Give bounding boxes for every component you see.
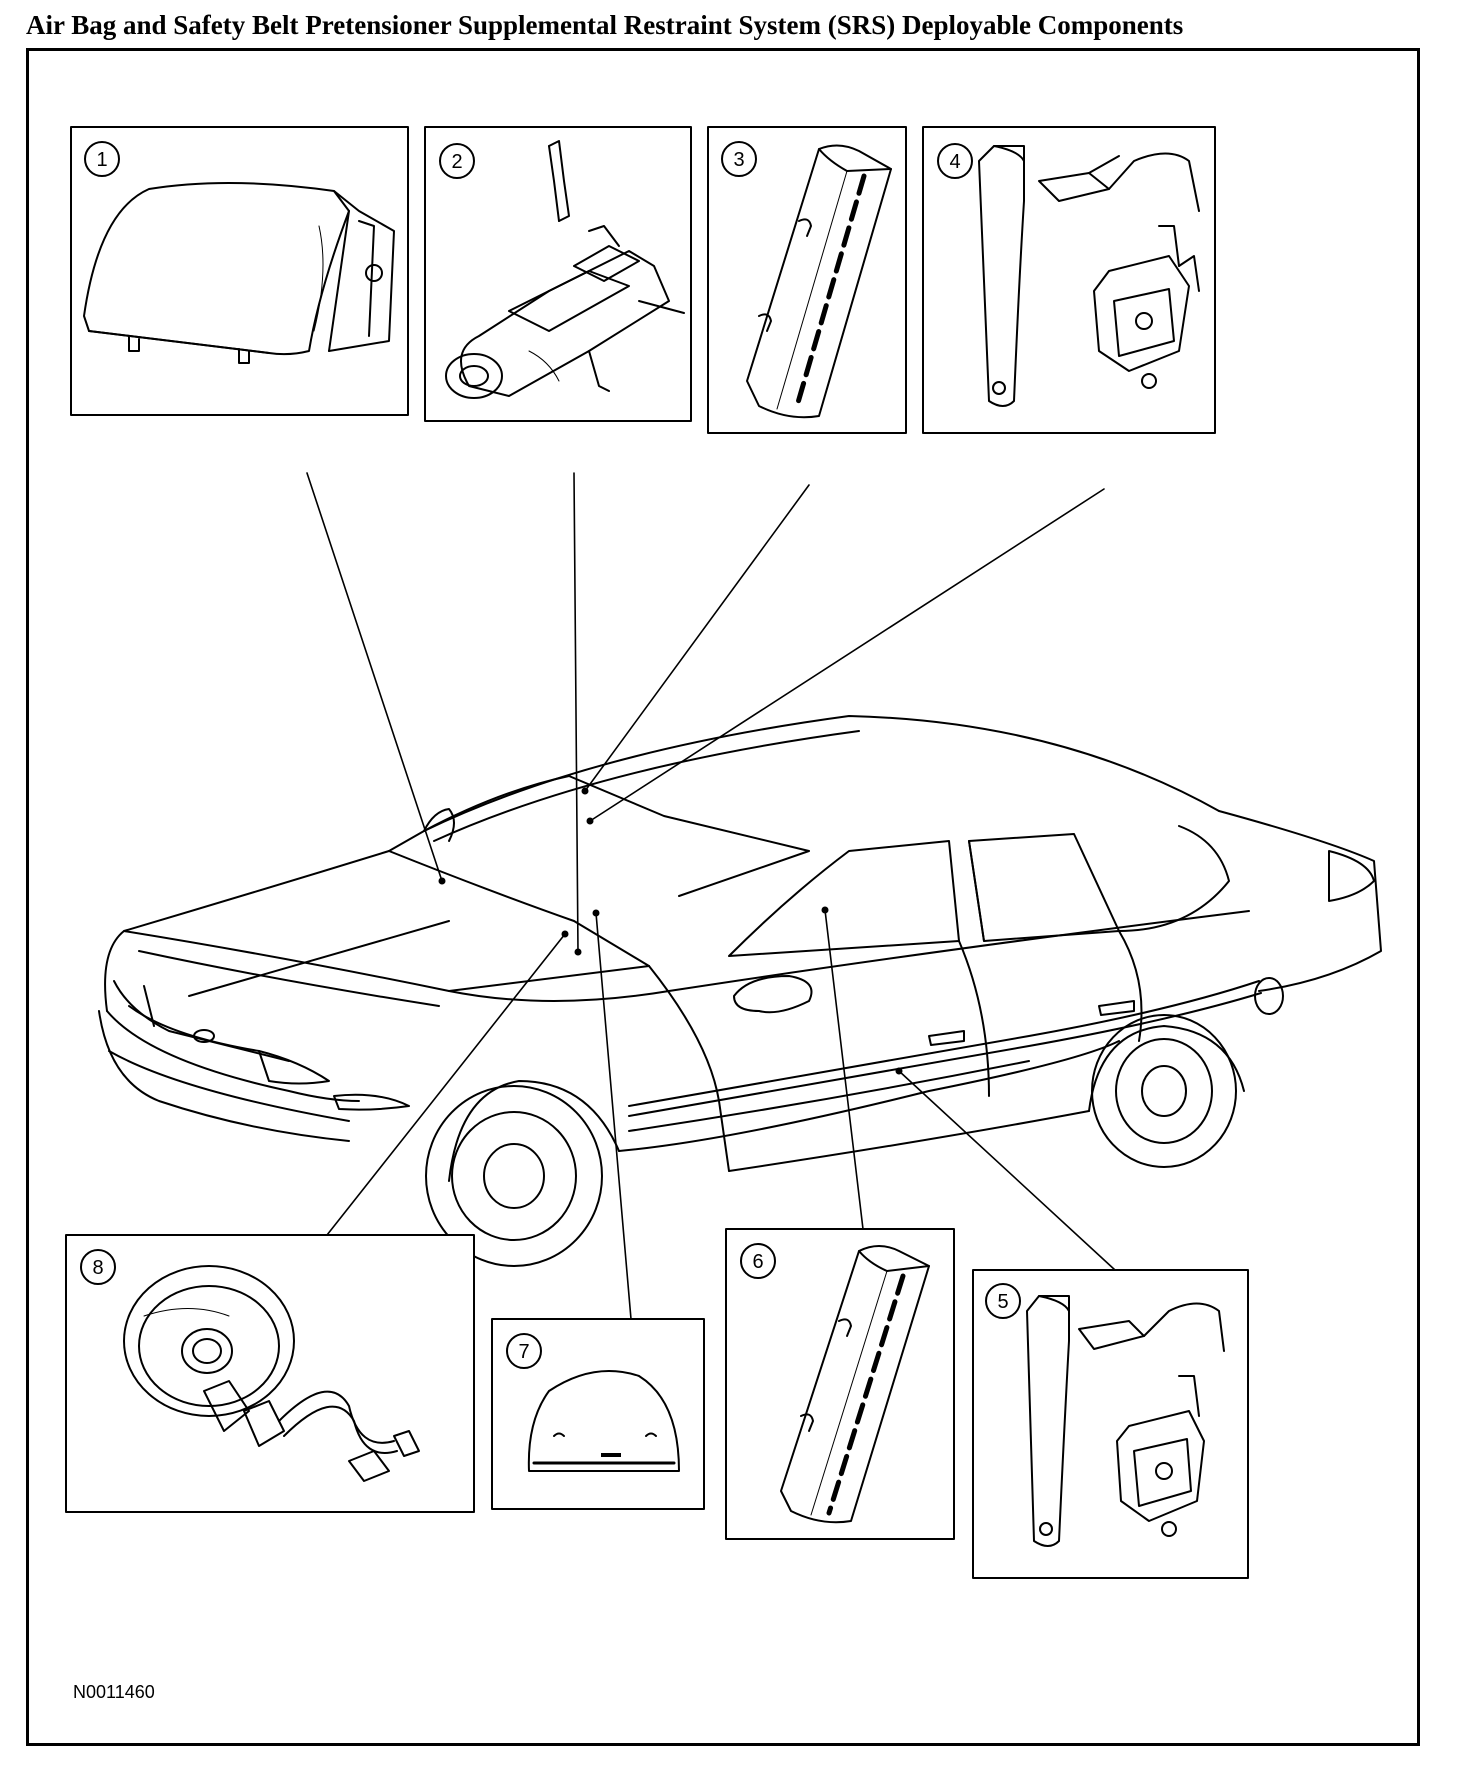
callout-number-8: 8 xyxy=(92,1257,103,1279)
leader-points xyxy=(438,787,903,1075)
callout-box-5 xyxy=(972,1269,1249,1579)
callout-number-3: 3 xyxy=(733,149,744,171)
callout-number-5: 5 xyxy=(997,1291,1008,1313)
reference-code: N0011460 xyxy=(73,1682,155,1702)
vehicle-illustration xyxy=(98,715,1382,1267)
callout-box-1 xyxy=(70,126,409,416)
leader-lines xyxy=(306,472,1116,1320)
callout-circles xyxy=(80,141,1021,1369)
callout-number-6: 6 xyxy=(752,1251,763,1273)
callout-number-1: 1 xyxy=(96,149,107,171)
callout-number-7: 7 xyxy=(518,1341,529,1363)
callout-box-8 xyxy=(65,1234,475,1513)
callout-box-4 xyxy=(922,126,1216,434)
diagram-title: Air Bag and Safety Belt Pretensioner Sup… xyxy=(26,10,1184,40)
callout-box-6 xyxy=(725,1228,955,1540)
diagram-frame: 1 2 3 4 5 6 7 8 N0011460 xyxy=(26,48,1420,1746)
callout-box-3 xyxy=(707,126,907,434)
callout-box-2 xyxy=(424,126,692,422)
components-illustration: 1 2 3 4 5 6 7 8 xyxy=(65,126,1382,1579)
callout-number-2: 2 xyxy=(451,151,462,173)
callout-number-4: 4 xyxy=(949,151,960,173)
